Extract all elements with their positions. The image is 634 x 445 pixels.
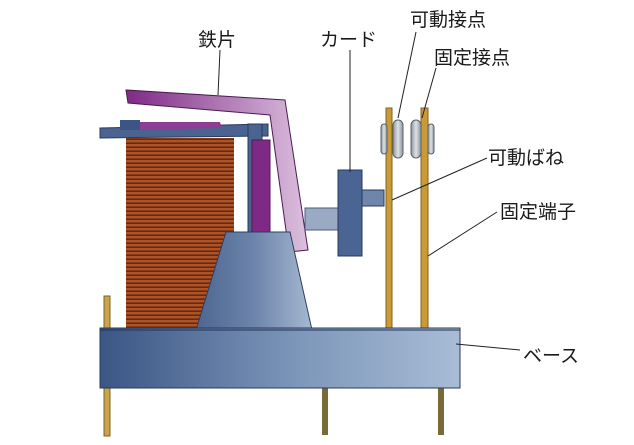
leader-fixed-contact [421, 67, 437, 119]
leader-base [455, 343, 521, 351]
fixed-contact-back [427, 123, 435, 155]
movable-contact [392, 119, 404, 159]
label-movable-contact: 可動接点 [410, 9, 486, 31]
leader-movable-spring [391, 157, 488, 201]
leader-movable-contact [397, 31, 417, 119]
card-tip [361, 189, 385, 207]
card-arm [304, 207, 344, 231]
iron-piece-lower [251, 139, 271, 233]
fixed-contact [410, 119, 422, 159]
label-card: カード [320, 29, 377, 51]
label-fixed-contact: 固定接点 [434, 47, 510, 69]
yoke-block [120, 120, 140, 130]
fixed-terminal [420, 107, 429, 331]
label-base: ベース [523, 345, 579, 367]
leader-fixed-terminal [427, 211, 498, 257]
label-fixed-terminal: 固定端子 [500, 201, 576, 223]
movable-contact-back [380, 123, 388, 155]
leader-iron-piece [217, 49, 221, 96]
card [337, 169, 363, 257]
base [99, 327, 461, 389]
iron-piece-tab [140, 122, 222, 130]
base-leg-middle [322, 385, 328, 435]
base-leg-right [438, 385, 444, 435]
label-movable-spring: 可動ばね [488, 147, 564, 169]
label-iron-piece: 鉄片 [198, 29, 236, 51]
